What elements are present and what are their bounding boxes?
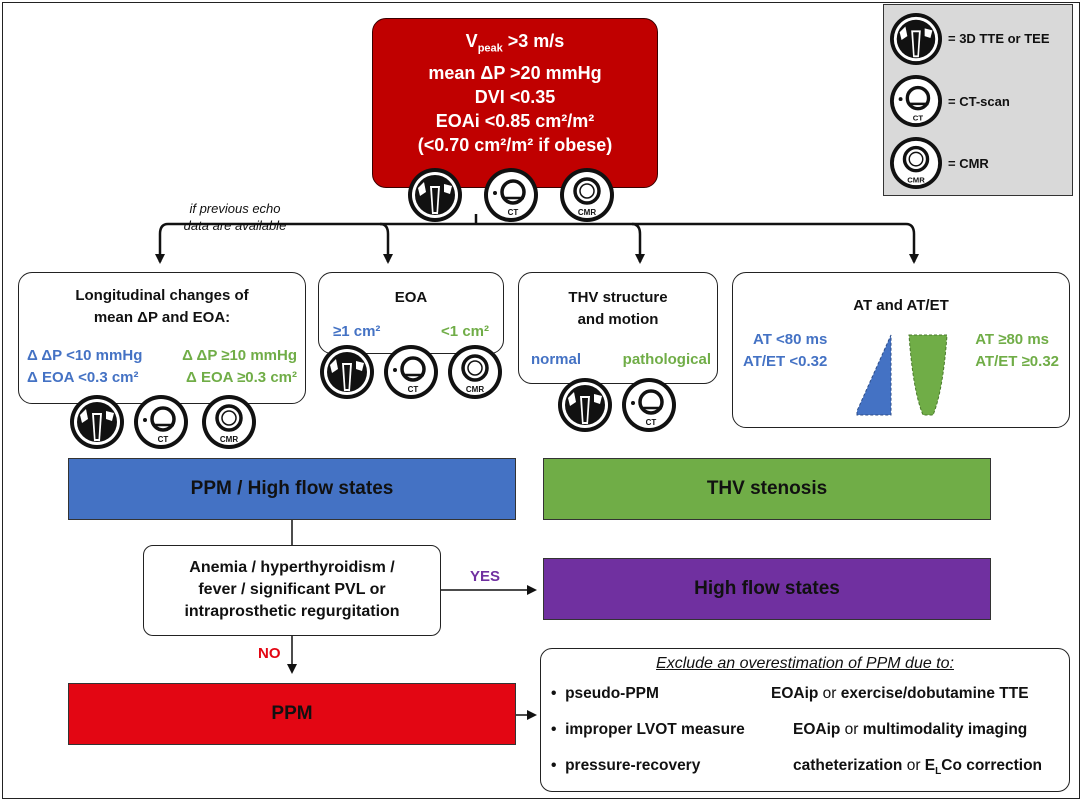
cmr-scanner-icon: CMR <box>202 395 256 449</box>
thv-structure-box: THV structure and motion normal patholog… <box>518 272 718 384</box>
high-flow-states-bar: High flow states <box>543 558 991 620</box>
at-left-2: AT/ET <0.32 <box>743 353 828 370</box>
svg-text:CMR: CMR <box>466 385 484 394</box>
exclude-remedy-pseudo-ppm: EOAip or exercise/dobutamine TTE <box>771 685 1029 702</box>
at-et-title: AT and AT/ET <box>853 297 949 314</box>
eoai-criterion: EOAi <0.85 cm²/m² <box>435 110 595 131</box>
svg-text:CMR: CMR <box>907 175 925 184</box>
ct-scanner-icon: CT <box>622 378 676 432</box>
legend-label-3d: = 3D TTE or TEE <box>948 31 1050 46</box>
exclude-overestimation-box: Exclude an overestimation of PPM due to:… <box>540 648 1070 792</box>
branch-eoa <box>379 222 393 264</box>
svg-text:CT: CT <box>646 418 657 427</box>
3d-echo-probe-icon <box>70 395 124 449</box>
anemia-line-2: fever / significant PVL or <box>198 581 386 598</box>
branch-thv <box>631 222 645 264</box>
anemia-line-3: intraprosthetic regurgitation <box>184 603 400 620</box>
legend-cmr-icon: CMR <box>890 137 942 189</box>
svg-text:CT: CT <box>408 385 419 394</box>
ct-scanner-icon: CT <box>484 168 538 222</box>
longitudinal-left-2: Δ EOA <0.3 cm² <box>27 369 139 386</box>
3d-echo-probe-icon <box>558 378 612 432</box>
no-label: NO <box>258 645 281 662</box>
3d-echo-probe-icon <box>320 345 374 399</box>
ct-scanner-icon: CT <box>384 345 438 399</box>
svg-text:CT: CT <box>913 113 924 122</box>
at-left-1: AT <80 ms <box>753 331 828 348</box>
vpeak-criterion: Vpeak >3 m/s <box>465 31 565 55</box>
anemia-decision-box: Anemia / hyperthyroidism / fever / signi… <box>143 545 441 636</box>
svg-text:CT: CT <box>508 208 519 217</box>
thv-stenosis-bar: THV stenosis <box>543 458 991 520</box>
at-right-2: AT/ET ≥0.32 <box>975 353 1059 370</box>
svg-text:CT: CT <box>158 435 169 444</box>
eoa-box: EOA ≥1 cm² <1 cm² <box>318 272 504 354</box>
branch-bar <box>155 222 169 264</box>
branch-note: if previous echo data are available <box>150 200 320 234</box>
legend-ct-icon: CT <box>890 75 942 127</box>
thv-title-1: THV structure <box>568 289 668 306</box>
longitudinal-right-1: Δ ΔP ≥10 mmHg <box>182 347 297 364</box>
svg-text:CMR: CMR <box>578 208 596 217</box>
early-peak-envelope <box>856 334 892 416</box>
branch-note-line2: data are available <box>183 218 287 233</box>
legend-label-ct: = CT-scan <box>948 94 1010 109</box>
exclude-item-pseudo-ppm: • pseudo-PPM <box>551 685 659 702</box>
legend-3d-echo-icon <box>890 13 942 65</box>
cmr-scanner-icon: CMR <box>448 345 502 399</box>
svg-text:CMR: CMR <box>220 435 238 444</box>
longitudinal-title-1: Longitudinal changes of <box>75 287 249 304</box>
at-right-1: AT ≥80 ms <box>975 331 1050 348</box>
eoa-title: EOA <box>394 289 428 306</box>
doppler-envelopes <box>856 334 948 416</box>
yes-label: YES <box>470 568 501 585</box>
cmr-scanner-icon: CMR <box>560 168 614 222</box>
branch-note-line1: if previous echo <box>189 201 281 216</box>
exclude-remedy-lvot: EOAip or multimodality imaging <box>793 721 1028 738</box>
exclude-title: Exclude an overestimation of PPM due to: <box>656 655 954 672</box>
thv-pathological: pathological <box>622 351 711 368</box>
thv-title-2: and motion <box>577 311 659 328</box>
legend-box: = 3D TTE or TEE CT = CT-scan CMR = CMR <box>883 4 1073 196</box>
dvi-criterion: DVI <0.35 <box>474 86 556 107</box>
longitudinal-right-2: Δ EOA ≥0.3 cm² <box>186 369 297 386</box>
eoa-left: ≥1 cm² <box>333 323 381 340</box>
obese-criterion: (<0.70 cm²/m² if obese) <box>417 134 613 155</box>
legend-label-cmr: = CMR <box>948 156 989 171</box>
ppm-bar: PPM <box>68 683 516 745</box>
exclude-item-pressure-recovery: • pressure-recovery <box>551 757 701 774</box>
longitudinal-box: Longitudinal changes of mean ΔP and EOA:… <box>18 272 306 404</box>
late-peak-envelope <box>908 334 948 416</box>
anemia-line-1: Anemia / hyperthyroidism / <box>189 559 395 576</box>
criteria-box: Vpeak >3 m/s mean ΔP >20 mmHg DVI <0.35 … <box>372 18 658 188</box>
eoa-right: <1 cm² <box>441 323 489 340</box>
ppm-high-flow-bar: PPM / High flow states <box>68 458 516 520</box>
exclude-item-lvot: • improper LVOT measure <box>551 721 745 738</box>
exclude-remedy-pressure-recovery: catheterization or ELCo correction <box>793 757 1043 778</box>
thv-normal: normal <box>531 351 582 368</box>
longitudinal-left-1: Δ ΔP <10 mmHg <box>27 347 143 364</box>
mean-gradient-criterion: mean ΔP >20 mmHg <box>428 62 602 83</box>
at-et-box: AT and AT/ET AT <80 ms AT/ET <0.32 AT ≥8… <box>732 272 1070 428</box>
longitudinal-title-2: mean ΔP and EOA: <box>93 309 231 326</box>
ct-scanner-icon: CT <box>134 395 188 449</box>
3d-echo-probe-icon <box>408 168 462 222</box>
